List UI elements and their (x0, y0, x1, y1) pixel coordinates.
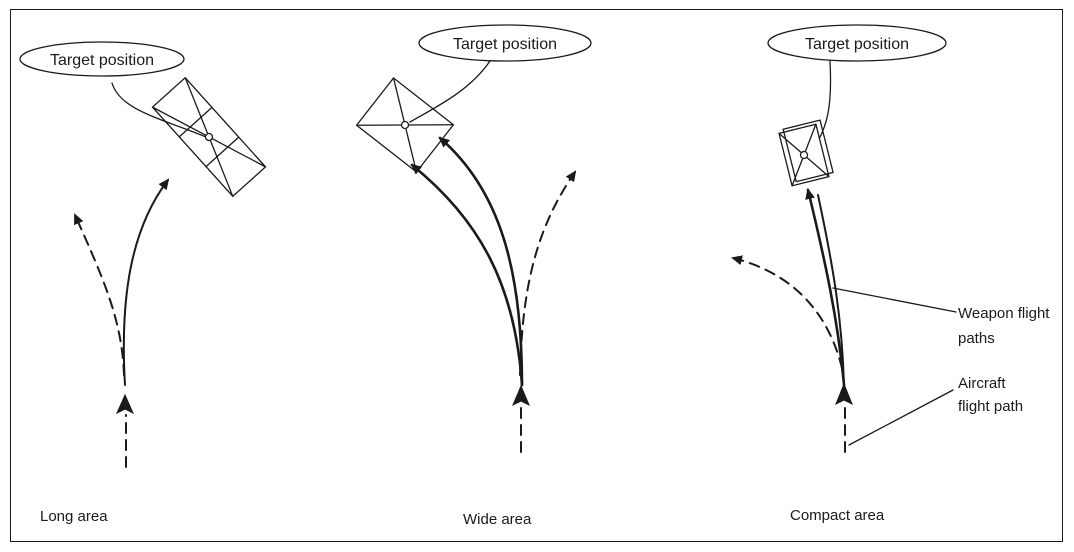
aircraft-breakaway-path (519, 170, 577, 376)
target-position-callout-bubble (767, 24, 947, 62)
weapon-flight-path (438, 136, 524, 387)
aircraft-icon (512, 384, 530, 407)
target-area-box (778, 119, 834, 187)
callout-leader-line (111, 82, 207, 138)
aircraft-breakaway-path (731, 255, 843, 369)
target-position-callout-bubble (19, 41, 185, 77)
weapon-flight-paths-label-line2: paths (958, 330, 995, 347)
weapon-flight-paths-label: Weapon flight paths (958, 305, 1054, 347)
target-position-callout-text: Target position (50, 52, 154, 69)
aircraft-flight-path-leader-line (848, 389, 954, 446)
target-position-callout-text: Target position (453, 36, 557, 53)
target-area-box (355, 77, 455, 173)
aircraft-icon (115, 393, 135, 415)
caption-long-area: Long area (40, 508, 108, 525)
weapon-flight-path (817, 194, 845, 386)
aircraft-icon (835, 382, 853, 406)
weapon-flight-paths-label-line1: Weapon flight (958, 305, 1050, 322)
caption-wide-area: Wide area (463, 511, 532, 528)
panel-wide-area: Target position Wide area (355, 24, 592, 528)
aircraft-flight-path-label: Aircraft flight path (958, 375, 1023, 415)
aircraft-flight-path-label-line1: Aircraft (958, 375, 1006, 392)
target-position-callout-bubble (418, 24, 592, 62)
aircraft-flight-path-label-line2: flight path (958, 398, 1023, 415)
weapon-flight-path (410, 163, 524, 387)
panel-long-area: Target position Long area (19, 41, 267, 525)
weapon-flight-path (122, 178, 170, 386)
caption-compact-area: Compact area (790, 507, 885, 524)
weapon-flight-paths-leader-line (832, 287, 957, 313)
target-position-callout-text: Target position (805, 36, 909, 53)
target-area-box (151, 77, 267, 197)
weapon-flight-path (805, 188, 846, 387)
panel-compact-area: Target position Weapon flight paths Airc… (731, 24, 1054, 524)
diagram-frame (10, 9, 1063, 542)
aircraft-breakaway-path (74, 213, 125, 376)
callout-leader-line (409, 60, 491, 123)
